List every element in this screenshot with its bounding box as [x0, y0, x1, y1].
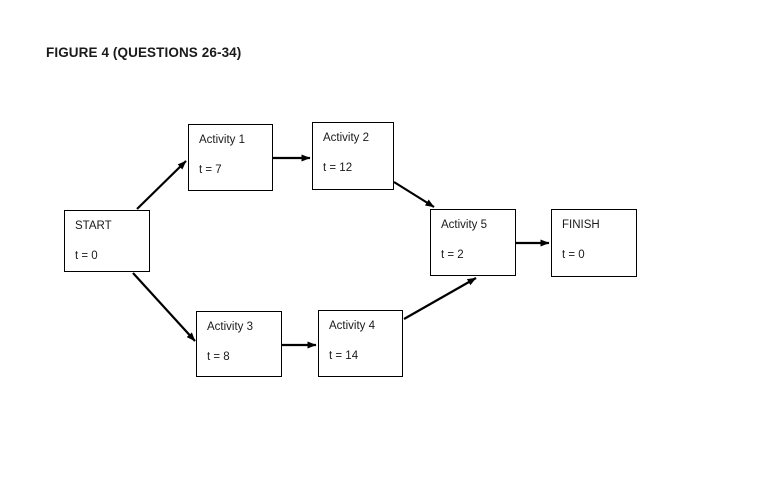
- edge-start-to-activity-3: [132, 272, 196, 342]
- edge-start-to-activity-1: [136, 160, 187, 210]
- figure-title: FIGURE 4 (QUESTIONS 26-34): [46, 45, 242, 60]
- edge-activity-2-to-activity-5: [393, 181, 435, 208]
- node-duration: t = 0: [75, 250, 98, 262]
- edge-activity-4-to-activity-5: [403, 277, 477, 320]
- node-title: Activity 4: [329, 320, 376, 332]
- node-title: Activity 5: [441, 219, 488, 231]
- node-title: Activity 2: [323, 132, 370, 144]
- node-duration: t = 0: [562, 249, 585, 261]
- node-title: FINISH: [562, 219, 600, 231]
- node-duration: t = 8: [207, 351, 230, 363]
- node-duration: t = 12: [323, 162, 353, 174]
- node-activity-4[interactable]: Activity 4 t = 14: [318, 310, 403, 377]
- node-duration: t = 7: [199, 164, 222, 176]
- node-activity-2[interactable]: Activity 2 t = 12: [312, 122, 394, 190]
- node-finish[interactable]: FINISH t = 0: [551, 209, 637, 277]
- node-duration: t = 14: [329, 350, 359, 362]
- node-title: START: [75, 220, 112, 232]
- node-duration: t = 2: [441, 249, 464, 261]
- node-start[interactable]: START t = 0: [64, 210, 150, 272]
- node-activity-5[interactable]: Activity 5 t = 2: [430, 209, 516, 276]
- node-title: Activity 1: [199, 134, 246, 146]
- node-activity-1[interactable]: Activity 1 t = 7: [188, 124, 273, 191]
- node-title: Activity 3: [207, 321, 254, 333]
- node-activity-3[interactable]: Activity 3 t = 8: [196, 311, 282, 377]
